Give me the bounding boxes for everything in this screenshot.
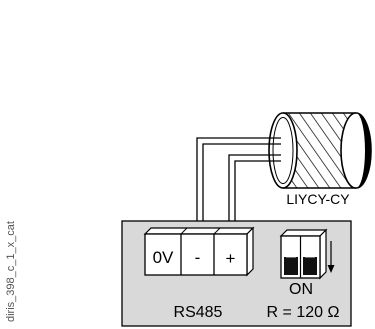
resistance-label: R = 120 Ω — [267, 304, 340, 321]
cable-liycy — [268, 112, 372, 189]
rs485-label: RS485 — [174, 304, 223, 321]
terminal-minus-label: - — [195, 248, 201, 267]
wire-plus — [228, 154, 281, 232]
terminal-block — [143, 226, 255, 277]
dip-on-label: ON — [289, 281, 313, 298]
dip-switch-lever-1 — [284, 257, 298, 275]
wire-minus — [196, 137, 281, 232]
dip-switch — [279, 228, 328, 280]
terminal-0v-label: 0V — [153, 248, 174, 267]
cable-label: LIYCY-CY — [286, 191, 350, 207]
side-code-text: diris_398_c_1_x_cat — [5, 221, 17, 322]
on-direction-arrow — [327, 241, 335, 273]
terminal-plus-label: + — [226, 249, 236, 268]
dip-switch-lever-2 — [303, 257, 317, 275]
